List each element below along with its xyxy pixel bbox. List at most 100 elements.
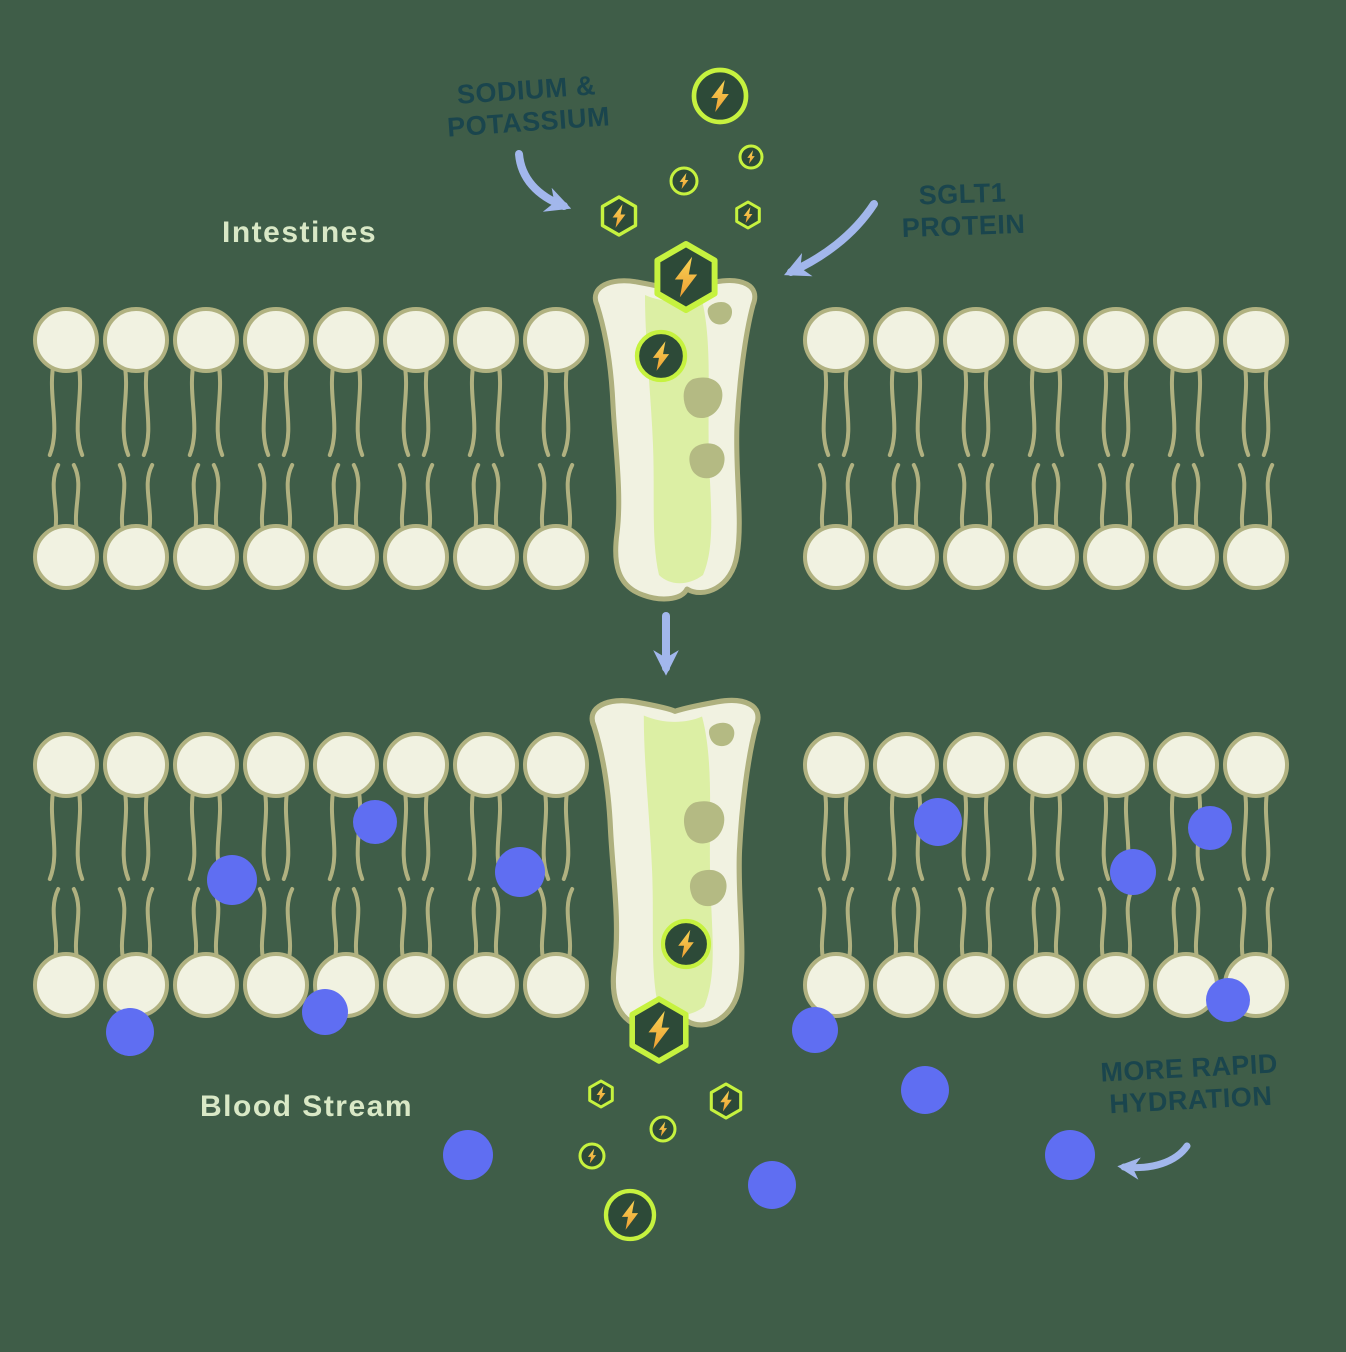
lipid-tail xyxy=(351,463,361,538)
protein-shading xyxy=(683,377,723,419)
lipid-head xyxy=(313,307,379,373)
lipid-tail xyxy=(471,887,481,966)
lipid-tail xyxy=(1125,463,1135,538)
sglt1-protein-label: SGLT1 Protein xyxy=(877,175,1049,246)
lipid-tail xyxy=(421,784,431,881)
lipid-tail xyxy=(911,887,921,966)
lipid-tail xyxy=(285,887,295,966)
lipid-tail xyxy=(1101,784,1111,881)
water-molecule xyxy=(495,847,545,897)
lipid-tail xyxy=(537,463,547,538)
lipid-tail xyxy=(257,463,267,538)
lipid-head xyxy=(1013,952,1079,1018)
lipid-tail xyxy=(351,887,361,966)
sodium-arrow xyxy=(515,150,572,212)
lipid-tail xyxy=(121,359,131,457)
lipid-tail xyxy=(51,463,61,538)
lipid-tail xyxy=(327,359,337,457)
lipid-head xyxy=(173,732,239,798)
lipid-head xyxy=(943,732,1009,798)
water-molecule xyxy=(748,1161,796,1209)
lightning-bolt-icon xyxy=(679,173,689,189)
lipid-tail xyxy=(47,359,57,457)
lipid-tail xyxy=(1051,887,1061,966)
lipid-tail xyxy=(1027,359,1037,457)
electrolyte-circle xyxy=(660,918,712,970)
lipid-tail xyxy=(331,463,341,538)
lipid-tail xyxy=(191,463,201,538)
lipid-head xyxy=(103,524,169,590)
lipid-tail xyxy=(355,359,365,457)
lipid-tail xyxy=(187,784,197,881)
lipid-tail xyxy=(1031,463,1041,538)
lipid-tail xyxy=(961,359,971,457)
lipid-head xyxy=(1223,307,1289,373)
lipid-head xyxy=(1083,952,1149,1018)
lipid-tail xyxy=(565,463,575,538)
lipid-head xyxy=(33,524,99,590)
lipid-tail xyxy=(1261,359,1271,457)
lipid-tail xyxy=(887,784,897,881)
electrolyte-circle xyxy=(738,144,764,170)
lipid-tail xyxy=(261,359,271,457)
lipid-tail xyxy=(1167,784,1177,881)
electrolyte-hex xyxy=(600,195,638,237)
lipid-head xyxy=(103,732,169,798)
lipid-tail xyxy=(71,463,81,538)
protein-channel xyxy=(643,715,713,1016)
lightning-bolt-icon xyxy=(743,207,753,223)
water-molecule xyxy=(106,1008,154,1056)
lipid-tail xyxy=(821,359,831,457)
lipid-tail xyxy=(541,359,551,457)
intestinal-membrane xyxy=(33,307,1289,590)
lipid-tail xyxy=(1171,463,1181,538)
lipid-tail xyxy=(471,463,481,538)
lipid-tail xyxy=(141,359,151,457)
lightning-bolt-icon xyxy=(648,1010,670,1050)
lipid-tail xyxy=(401,359,411,457)
lipid-tail xyxy=(961,784,971,881)
lipid-head xyxy=(1223,524,1289,590)
lightning-bolt-icon xyxy=(678,929,694,959)
lipid-head xyxy=(1153,732,1219,798)
lipid-head xyxy=(173,524,239,590)
intestines-label: Intestines xyxy=(222,216,378,249)
lipid-tail xyxy=(1241,784,1251,881)
lipid-head xyxy=(803,524,869,590)
water-molecule xyxy=(1110,849,1156,895)
lightning-bolt-icon xyxy=(747,150,755,164)
lipid-tail xyxy=(257,887,267,966)
lipid-head xyxy=(243,307,309,373)
lipid-tail xyxy=(1055,359,1065,457)
lipid-head xyxy=(453,524,519,590)
lipid-head xyxy=(383,524,449,590)
lipid-head xyxy=(873,307,939,373)
lipid-tail xyxy=(1171,887,1181,966)
lipid-head xyxy=(943,952,1009,1018)
lipid-head xyxy=(243,952,309,1018)
lipid-tail xyxy=(1097,887,1107,966)
lipid-head xyxy=(243,524,309,590)
lipid-tail xyxy=(1241,359,1251,457)
water-molecule xyxy=(1188,806,1232,850)
water-molecule xyxy=(914,798,962,846)
lipid-head xyxy=(1083,524,1149,590)
lipid-head xyxy=(873,732,939,798)
lipid-head xyxy=(383,307,449,373)
lipid-tail xyxy=(117,887,127,966)
lipid-head xyxy=(1013,307,1079,373)
lipid-head xyxy=(1083,307,1149,373)
lipid-head xyxy=(523,732,589,798)
lipid-tail xyxy=(957,463,967,538)
lipid-tail xyxy=(891,463,901,538)
water-molecule xyxy=(353,800,397,844)
electrolyte-hex xyxy=(588,1079,614,1109)
lipid-tail xyxy=(1031,887,1041,966)
lipid-head xyxy=(313,732,379,798)
lipid-head xyxy=(33,952,99,1018)
lightning-bolt-icon xyxy=(621,1200,639,1230)
lipid-tail xyxy=(561,784,571,881)
lipid-tail xyxy=(145,463,155,538)
water-molecule xyxy=(792,1007,838,1053)
